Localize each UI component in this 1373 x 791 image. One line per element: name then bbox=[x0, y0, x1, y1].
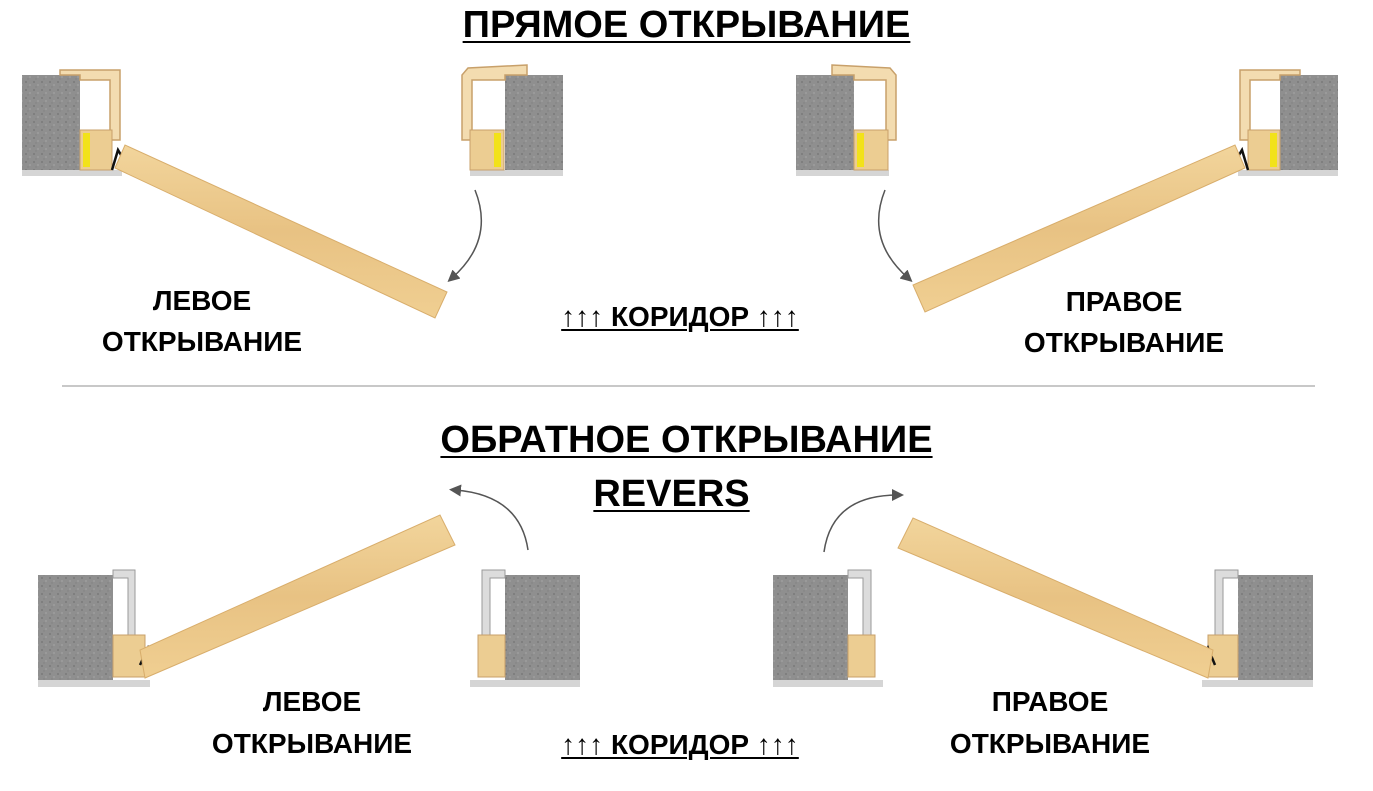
swing-arrow bbox=[449, 484, 529, 551]
top-left-label-line2: ОТКРЫВАНИЕ bbox=[101, 326, 303, 357]
bottom-right-label-line1: ПРАВОЕ bbox=[991, 686, 1109, 717]
bottom-right-label-line2: ОТКРЫВАНИЕ bbox=[949, 728, 1151, 759]
door-leaf bbox=[114, 144, 448, 319]
wall-block bbox=[505, 75, 563, 170]
top-center-right-jamb bbox=[796, 64, 913, 282]
wall-base bbox=[1202, 680, 1313, 687]
seal-yellow bbox=[1270, 133, 1277, 167]
door-leaf bbox=[139, 514, 456, 679]
top-left-door-assembly bbox=[22, 69, 482, 319]
wall-base bbox=[1238, 170, 1338, 176]
wall-base bbox=[22, 170, 122, 176]
bottom-left-door-assembly bbox=[38, 484, 529, 687]
wall-block bbox=[22, 75, 80, 170]
wall-base bbox=[773, 680, 883, 687]
door-frame bbox=[59, 69, 121, 141]
bottom-center-left-jamb bbox=[470, 569, 580, 687]
bottom-left-label-line2: ОТКРЫВАНИЕ bbox=[211, 728, 413, 759]
top-center-left-jamb bbox=[461, 64, 563, 176]
door-frame bbox=[831, 64, 897, 141]
frame-block bbox=[1207, 634, 1239, 678]
swing-arrow bbox=[447, 189, 482, 282]
wall-base bbox=[38, 680, 150, 687]
seal-yellow bbox=[494, 133, 501, 167]
seal-yellow bbox=[857, 133, 864, 167]
door-leaf bbox=[912, 144, 1246, 313]
swing-arrow bbox=[878, 189, 913, 282]
top-title: ПРЯМОЕ ОТКРЫВАНИЕ bbox=[462, 4, 911, 46]
bottom-left-label-line1: ЛЕВОЕ bbox=[262, 686, 362, 717]
wall-base bbox=[470, 170, 563, 176]
wall-block bbox=[1280, 75, 1338, 170]
bottom-corridor-label: ↑↑↑ КОРИДОР ↑↑↑ bbox=[561, 729, 799, 760]
swing-arrow bbox=[823, 489, 904, 553]
top-left-label-line1: ЛЕВОЕ bbox=[152, 285, 252, 316]
wall-block bbox=[38, 575, 113, 685]
frame-block bbox=[847, 634, 876, 678]
top-right-label-line1: ПРАВОЕ bbox=[1065, 286, 1183, 317]
bottom-title-line2: REVERS bbox=[593, 473, 750, 515]
wall-block bbox=[1238, 575, 1313, 685]
bottom-right-door-assembly bbox=[897, 517, 1313, 687]
top-corridor-label: ↑↑↑ КОРИДОР ↑↑↑ bbox=[561, 301, 799, 332]
metal-frame bbox=[481, 569, 506, 641]
door-frame bbox=[461, 64, 528, 141]
wall-base bbox=[470, 680, 580, 687]
door-frame bbox=[1239, 69, 1301, 141]
top-right-label-line2: ОТКРЫВАНИЕ bbox=[1023, 327, 1225, 358]
bottom-title-line1: ОБРАТНОЕ ОТКРЫВАНИЕ bbox=[440, 419, 933, 461]
wall-block bbox=[773, 575, 848, 685]
metal-frame bbox=[847, 569, 872, 641]
frame-block bbox=[112, 634, 146, 678]
door-leaf bbox=[897, 517, 1214, 679]
wall-block bbox=[796, 75, 854, 170]
wall-block bbox=[505, 575, 580, 685]
metal-frame bbox=[1214, 569, 1239, 641]
metal-frame bbox=[112, 569, 136, 641]
bottom-center-right-jamb bbox=[773, 489, 904, 687]
wall-base bbox=[796, 170, 889, 176]
top-right-door-assembly bbox=[912, 69, 1338, 313]
seal-yellow bbox=[83, 133, 90, 167]
frame-block bbox=[477, 634, 506, 678]
